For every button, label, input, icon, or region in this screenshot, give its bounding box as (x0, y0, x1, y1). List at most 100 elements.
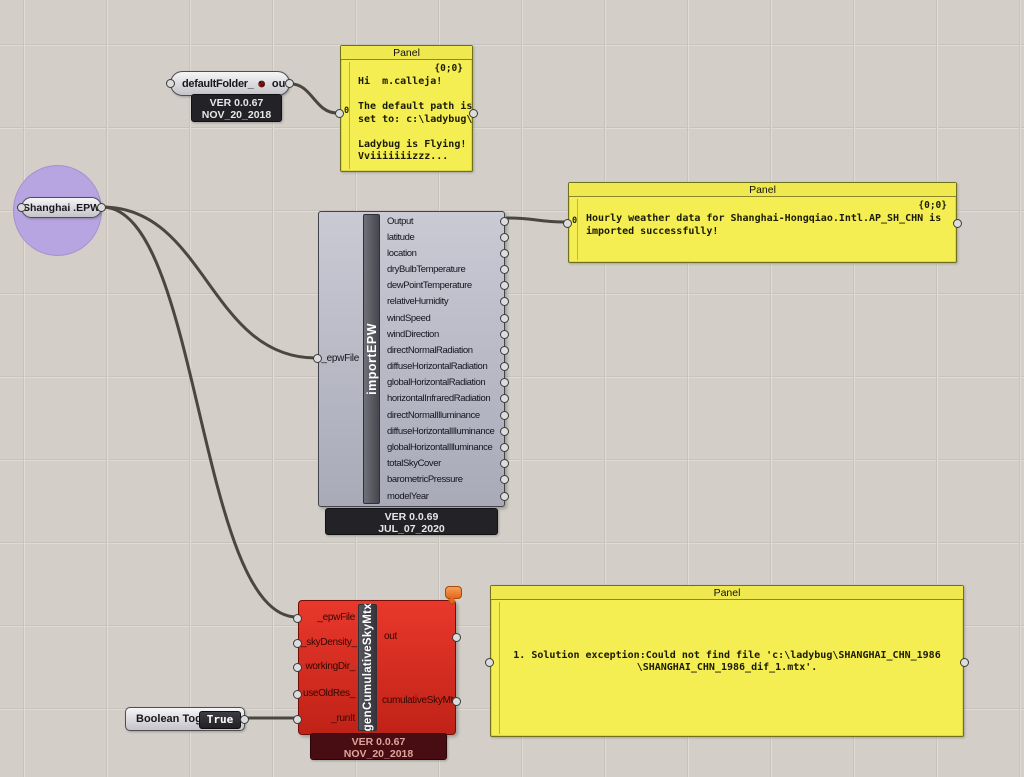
gen-sky-input-label: _skyDensity_ (301, 637, 357, 648)
wire-defaultfolder-to-panel (289, 82, 339, 115)
output-nub[interactable] (500, 362, 509, 372)
gen-sky-input-nub[interactable] (293, 690, 302, 699)
gen-cumulative-sky-mtx-component[interactable]: genCumulativeSkyMtx _epwFile _skyDensity… (293, 600, 461, 735)
output-row: horizontalInfraredRadiation (380, 391, 509, 407)
output-nub[interactable] (500, 345, 509, 355)
output-row: diffuseHorizontalIlluminance (380, 423, 509, 439)
output-row: location (380, 245, 509, 261)
import-epw-outputs: Output latitude location dryBulbTemperat… (380, 213, 509, 504)
epw-param-output-nub[interactable] (97, 203, 106, 212)
output-nub[interactable] (500, 442, 509, 452)
output-row: windDirection (380, 326, 509, 342)
gen-sky-input-nub[interactable] (293, 639, 302, 648)
output-label: windDirection (387, 328, 439, 340)
panel-line: Hourly weather data for Shanghai-Hongqia… (586, 213, 942, 224)
import-epw-name-bar: importEPW (363, 214, 380, 504)
output-nub[interactable] (500, 459, 509, 469)
panel-error-output-nub[interactable] (960, 658, 969, 667)
boolean-toggle-output-nub[interactable] (240, 715, 249, 724)
panel-line: The default path is (358, 101, 472, 112)
output-label: dryBulbTemperature (387, 264, 466, 276)
panel-line (341, 126, 472, 139)
output-nub[interactable] (500, 378, 509, 388)
output-label: directNormalIlluminance (387, 409, 480, 421)
panel-error-title: Panel (491, 586, 963, 600)
panel-greeting[interactable]: Panel {0;0} Hi m.calleja! The default pa… (335, 45, 478, 172)
output-row: totalSkyCover (380, 456, 509, 472)
output-label: horizontalInfraredRadiation (387, 393, 491, 405)
default-folder-output-nub[interactable] (285, 79, 294, 88)
output-label: windSpeed (387, 312, 431, 324)
output-nub[interactable] (500, 232, 509, 242)
boolean-toggle-value-button[interactable]: True (199, 711, 241, 729)
panel-line: set to: c:\ladybug\ (358, 113, 472, 125)
panel-line (341, 89, 472, 102)
import-epw-date: JUL_07_2020 (378, 523, 445, 535)
ladybug-icon (257, 80, 265, 87)
output-nub[interactable] (500, 426, 509, 436)
output-row: modelYear (380, 488, 509, 504)
panel-weather-status[interactable]: Panel {0;0} Hourly weather data for Shan… (563, 182, 962, 263)
output-row: directNormalIlluminance (380, 407, 509, 423)
panel-error-input-nub[interactable] (485, 658, 494, 667)
output-nub[interactable] (500, 313, 509, 323)
panel-gutter (349, 62, 350, 169)
gen-sky-output-nub[interactable] (452, 697, 461, 706)
boolean-toggle-label: Boolean Toggle (136, 713, 218, 725)
import-epw-version-box: VER 0.0.69 JUL_07_2020 (325, 508, 498, 535)
output-row: dryBulbTemperature (380, 262, 509, 278)
panel-weather-output-nub[interactable] (953, 219, 962, 228)
epw-param-input-nub[interactable] (17, 203, 26, 212)
gen-sky-input-nub[interactable] (293, 715, 302, 724)
output-label: latitude (387, 231, 415, 243)
default-folder-input-nub[interactable] (166, 79, 175, 88)
panel-line: Ladybug is Flying! (358, 138, 467, 150)
output-nub[interactable] (500, 410, 509, 420)
default-folder-version-box: VER 0.0.67 NOV_20_2018 (191, 94, 282, 122)
import-epw-input-label: _epwFile (321, 353, 359, 364)
output-row: windSpeed (380, 310, 509, 326)
panel-weather-input-nub[interactable] (563, 219, 572, 228)
output-label: globalHorizontalIlluminance (387, 441, 493, 453)
gen-sky-input-label: _epwFile (317, 612, 355, 623)
default-folder-component[interactable]: defaultFolder_ out (166, 71, 294, 96)
gen-sky-input-label: workingDir_ (305, 661, 356, 672)
gen-sky-name: genCumulativeSkyMtx (361, 603, 374, 732)
gen-sky-input-nub[interactable] (293, 663, 302, 672)
output-nub[interactable] (500, 281, 509, 291)
import-epw-component[interactable]: importEPW _epwFile Output latitude locat… (313, 211, 509, 507)
output-label: directNormalRadiation (387, 344, 473, 356)
gen-sky-date: NOV_20_2018 (343, 748, 414, 760)
gen-sky-output-label: out (384, 631, 398, 642)
output-nub[interactable] (500, 216, 509, 226)
panel-line: imported successfully! (586, 225, 719, 237)
boolean-toggle-component[interactable]: Boolean Toggle True (125, 707, 249, 731)
gen-sky-output-label: cumulativeSkyMtx (382, 695, 458, 706)
panel-gutter (499, 602, 500, 734)
panel-greeting-input-nub[interactable] (335, 109, 344, 118)
wire-output-to-panel (505, 216, 567, 224)
output-nub[interactable] (500, 265, 509, 275)
output-row: globalHorizontalRadiation (380, 375, 509, 391)
panel-weather-title: Panel (569, 183, 956, 197)
panel-error[interactable]: Panel 1. Solution exception:Could not fi… (485, 585, 969, 737)
panel-greeting-output-nub[interactable] (469, 109, 478, 118)
output-nub[interactable] (500, 394, 509, 404)
output-nub[interactable] (500, 475, 509, 485)
import-epw-epwfile-nub[interactable] (313, 354, 322, 363)
gen-sky-output-nub[interactable] (452, 633, 461, 642)
output-nub[interactable] (500, 248, 509, 258)
panel-weather-body: {0;0} Hourly weather data for Shanghai-H… (569, 199, 956, 262)
output-label: Output (387, 215, 414, 227)
warning-balloon-icon[interactable] (445, 586, 462, 606)
output-nub[interactable] (500, 297, 509, 307)
epw-file-param[interactable]: Shanghai .EPW (17, 197, 106, 218)
output-nub[interactable] (500, 329, 509, 339)
panel-line: \SHANGHAI_CHN_1986_dif_1.mtx'. (636, 662, 818, 673)
output-row: directNormalRadiation (380, 342, 509, 358)
default-folder-version: VER 0.0.67 (209, 97, 264, 109)
gen-sky-input-nub[interactable] (293, 614, 302, 623)
wire-epw-to-gensky (100, 205, 299, 619)
output-nub[interactable] (500, 491, 509, 501)
